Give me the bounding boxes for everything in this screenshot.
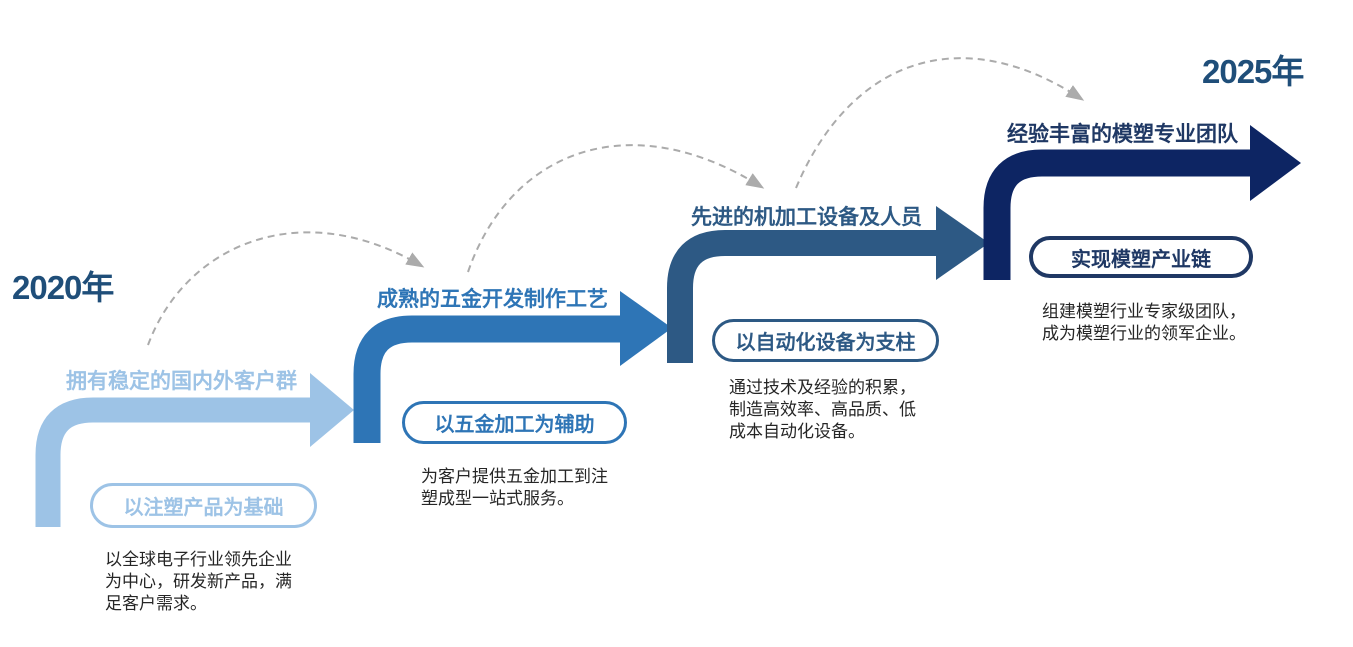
year-2020-label: 2020年 [12,269,114,306]
stage2-pill: 以五金加工为辅助 [402,401,627,444]
stage2-heading: 成熟的五金开发制作工艺 [377,288,608,311]
stage2-pill-label: 以五金加工为辅助 [434,414,595,436]
stage4-pill-label: 实现模塑产业链 [1071,248,1211,271]
year-2025-label: 2025年 [1202,53,1304,90]
stage4-heading: 经验丰富的模塑专业团队 [1007,123,1238,146]
stage1-description: 以全球电子行业领先企业为中心，研发新产品，满足客户需求。 [105,550,292,613]
stage3-pill-label: 以自动化设备为支柱 [735,332,916,354]
stage1-heading: 拥有稳定的国内外客户群 [66,370,297,393]
stage2-step-arrow [353,291,672,443]
stage2-description: 为客户提供五金加工到注塑成型一站式服务。 [421,467,608,508]
stage4-description: 组建模塑行业专家级团队，成为模塑行业的领军企业。 [1042,302,1246,343]
stage3-step-arrow [667,206,989,363]
stage3-description: 通过技术及经验的积累，制造高效率、高品质、低成本自动化设备。 [729,378,916,441]
stage1-pill-label: 以注塑产品为基础 [123,497,284,519]
dashed-arc-2 [467,144,765,273]
stage4-step-arrow [983,125,1301,280]
stage1-pill: 以注塑产品为基础 [90,483,317,528]
stage3-pill: 以自动化设备为支柱 [712,319,939,362]
stage3-heading: 先进的机加工设备及人员 [691,206,922,229]
dashed-arc-1 [147,231,425,346]
stage1-step-arrow [35,373,354,527]
stage4-pill: 实现模塑产业链 [1029,236,1253,278]
dashed-arc-3 [795,57,1085,189]
